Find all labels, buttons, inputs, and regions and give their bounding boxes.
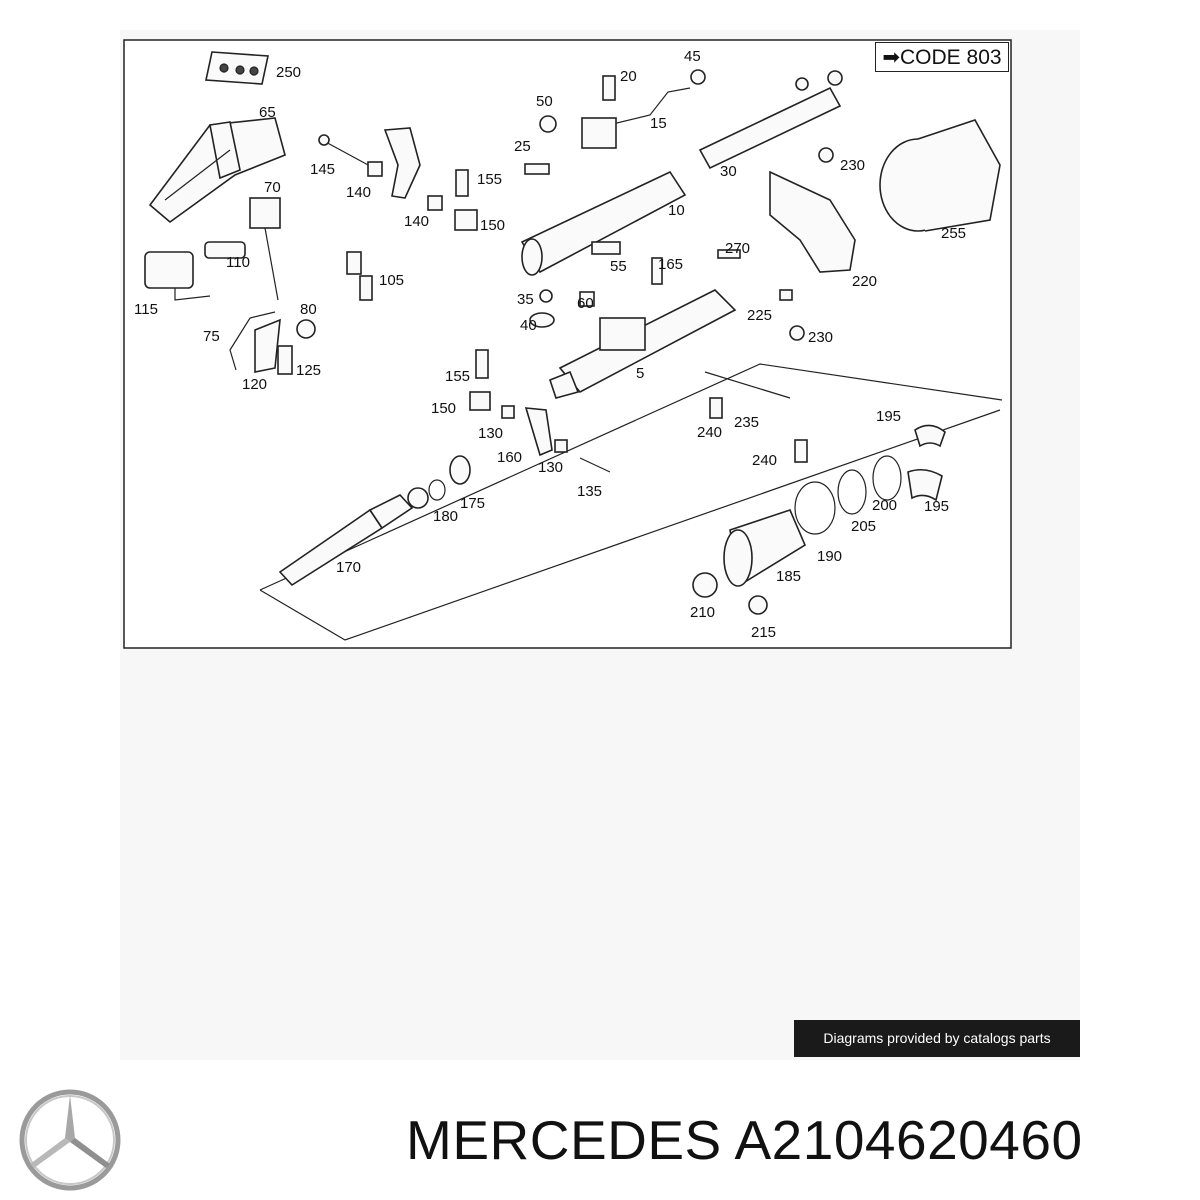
callout-label: 130 xyxy=(538,459,563,476)
callout-label: 150 xyxy=(431,400,456,417)
callout-label: 145 xyxy=(310,161,335,178)
part-number-caption: MERCEDES A2104620460 xyxy=(406,1109,1083,1171)
callout-label: 175 xyxy=(460,495,485,512)
callout-label: 120 xyxy=(242,376,267,393)
callout-label: 5 xyxy=(636,365,644,382)
callout-label: 190 xyxy=(817,548,842,565)
callout-label: 35 xyxy=(517,291,534,308)
callout-label: 185 xyxy=(776,568,801,585)
callout-label: 65 xyxy=(259,104,276,121)
part-185-boot xyxy=(692,509,807,615)
part-70-mount xyxy=(249,197,281,301)
callout-label: 180 xyxy=(433,508,458,525)
callout-labels: 250 65 70 145 140 140 150 155 110 115 80… xyxy=(134,48,966,641)
callout-label: 240 xyxy=(752,452,777,469)
callout-label: 215 xyxy=(751,624,776,641)
assembly-guide-lines xyxy=(259,363,1003,641)
callout-label: 220 xyxy=(852,273,877,290)
callout-label: 270 xyxy=(725,240,750,257)
callout-label: 25 xyxy=(514,138,531,155)
callout-label: 140 xyxy=(404,213,429,230)
callout-label: 115 xyxy=(134,301,158,318)
callout-label: 110 xyxy=(226,254,250,271)
callout-label: 60 xyxy=(577,295,594,312)
callout-label: 130 xyxy=(478,425,503,442)
part-15-lever xyxy=(524,69,706,175)
callout-label: 15 xyxy=(650,115,667,132)
diagram-credit: Diagrams provided by catalogs parts xyxy=(794,1020,1080,1057)
part-170-steering-shaft xyxy=(278,455,471,587)
callout-label: 70 xyxy=(264,179,281,196)
callout-label: 125 xyxy=(296,362,321,379)
part-195-bearing-rings xyxy=(794,424,946,535)
callout-label: 165 xyxy=(658,256,683,273)
callout-label: 170 xyxy=(336,559,361,576)
callout-label: 155 xyxy=(477,171,502,188)
part-220-shroud-bracket xyxy=(769,147,856,341)
callout-label: 45 xyxy=(684,48,701,65)
callout-label: 75 xyxy=(203,328,220,345)
callout-label: 225 xyxy=(747,307,772,324)
callout-label: 105 xyxy=(379,272,404,289)
part-60-bracket xyxy=(383,127,478,231)
callout-label: 205 xyxy=(851,518,876,535)
callout-label: 250 xyxy=(276,64,301,81)
part-255-cover xyxy=(879,119,1001,232)
callout-label: 30 xyxy=(720,163,737,180)
part-75-cable xyxy=(229,311,316,375)
part-105-clip xyxy=(346,251,373,301)
callout-label: 195 xyxy=(924,498,949,515)
part-250-gasket xyxy=(205,51,269,85)
callout-label: 210 xyxy=(690,604,715,621)
callout-label: 200 xyxy=(872,497,897,514)
callout-label: 240 xyxy=(697,424,722,441)
part-150-clamp xyxy=(469,349,611,473)
callout-label: 160 xyxy=(497,449,522,466)
callout-label: 255 xyxy=(941,225,966,242)
callout-label: 50 xyxy=(536,93,553,110)
part-30-shaft xyxy=(698,70,843,170)
part-235-strap xyxy=(704,371,808,463)
part-65-bracket xyxy=(148,117,286,224)
callout-label: 235 xyxy=(734,414,759,431)
part-10-jacket-tube xyxy=(520,170,687,276)
callout-label: 195 xyxy=(876,408,901,425)
part-145-bolt xyxy=(318,134,383,177)
callout-label: 10 xyxy=(668,202,685,219)
part-115-motor xyxy=(144,241,246,301)
callout-label: 135 xyxy=(577,483,602,500)
mercedes-star-icon xyxy=(19,1089,121,1191)
callout-label: 140 xyxy=(346,184,371,201)
callout-label: 55 xyxy=(610,258,627,275)
callout-label: 150 xyxy=(480,217,505,234)
callout-label: 40 xyxy=(520,317,537,334)
callout-label: 80 xyxy=(300,301,317,318)
callout-label: 230 xyxy=(840,157,865,174)
part-5-column-assembly xyxy=(529,249,741,399)
callout-label: 20 xyxy=(620,68,637,85)
code-label: ➡CODE 803 xyxy=(875,42,1009,72)
callout-label: 230 xyxy=(808,329,833,346)
callout-label: 155 xyxy=(445,368,470,385)
